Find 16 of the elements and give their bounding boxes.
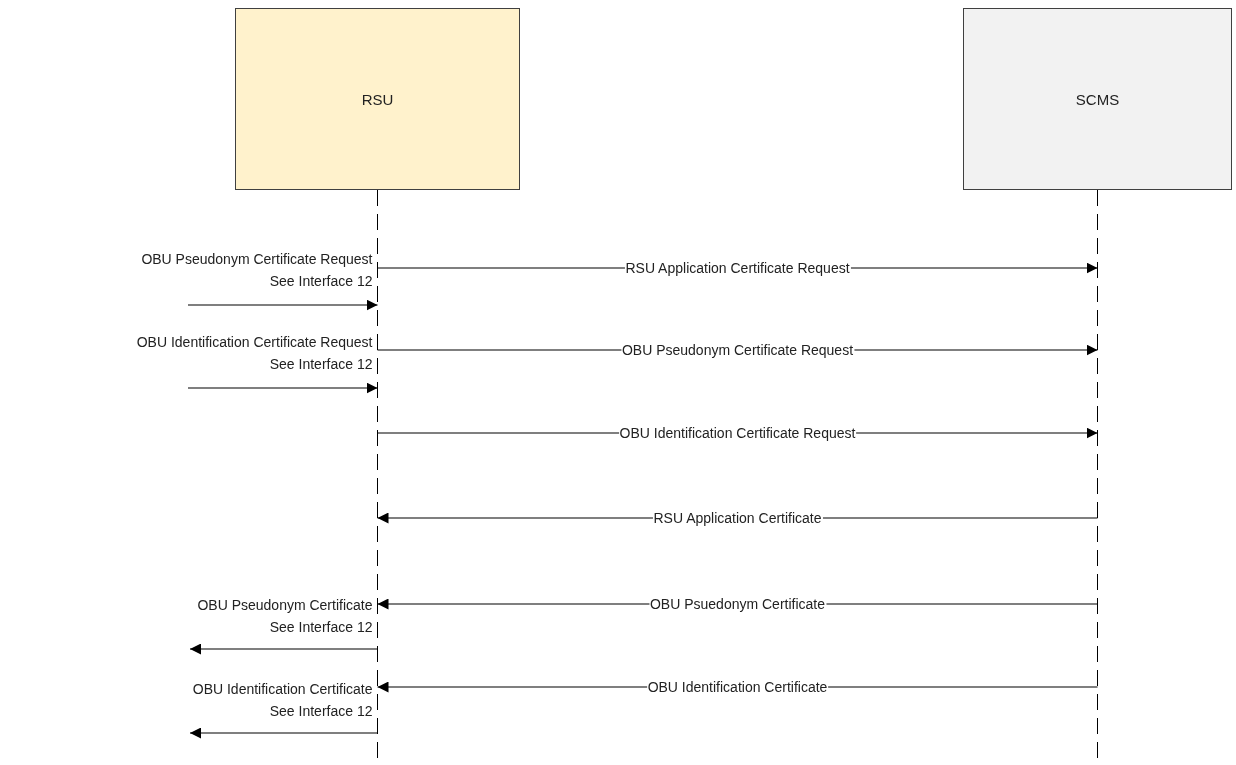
message-label: RSU Application Certificate Request — [624, 260, 851, 276]
message-label: OBU Psuedonym Certificate — [648, 596, 827, 612]
message-label: OBU Identification Certificate See Interface 12 — [191, 680, 373, 721]
message-label: OBU Identification Certificate Request See Interface 12 — [135, 333, 373, 374]
message-arrow — [189, 643, 379, 655]
message-arrow — [187, 382, 379, 394]
message-label: OBU Identification Certificate Request — [618, 425, 857, 441]
message-label: OBU Identification Certificate — [646, 679, 829, 695]
message-label: OBU Pseudonym Certificate Request See Interface 12 — [140, 250, 373, 291]
message-arrow — [189, 727, 379, 739]
message-label: OBU Pseudonym Certificate Request — [620, 342, 855, 358]
message-arrow — [187, 299, 379, 311]
participant-name: SCMS — [1075, 90, 1120, 108]
message-label: OBU Pseudonym Certificate See Interface 12 — [196, 596, 373, 637]
message-label: RSU Application Certificate — [652, 510, 823, 526]
participant-name: RSU — [361, 90, 394, 108]
